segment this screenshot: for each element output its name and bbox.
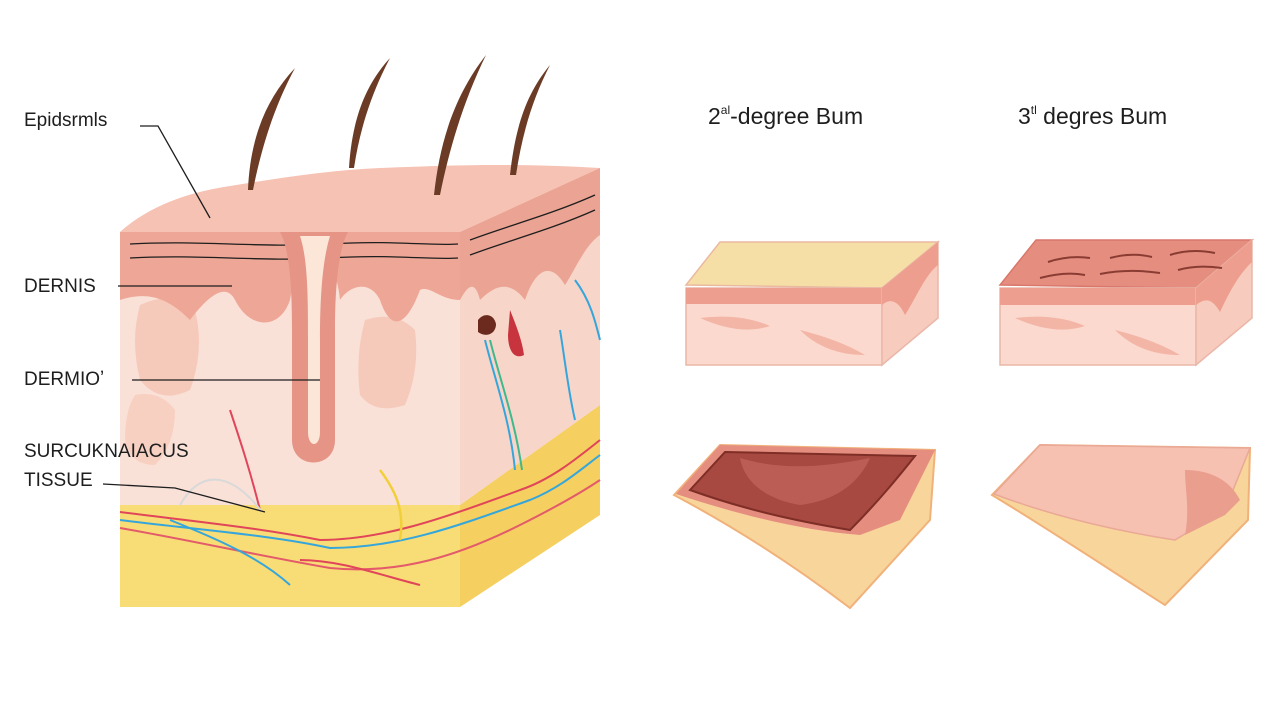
epidermis-layer-front: [120, 232, 460, 323]
blood-vessels: [119, 279, 601, 586]
dermis-label: DERNIS: [24, 276, 96, 297]
subcutaneous-leader: [102, 483, 266, 513]
hair-strands: [248, 55, 550, 195]
sweat-gland-icon: [478, 315, 496, 335]
subcutaneous-label-line2: TISSUE: [24, 470, 93, 491]
block-side-epidermis: [1196, 240, 1252, 312]
block-lobule: [1115, 330, 1180, 355]
block-front-epidermis: [686, 288, 882, 304]
block-lobule: [1015, 316, 1085, 330]
skin-cross-section: [119, 55, 601, 607]
second-degree-wedge: [672, 443, 937, 610]
hair-follicle-inner: [300, 236, 330, 444]
epidermis-label: Epidsrmls: [24, 110, 107, 131]
subcutaneous-fat-side: [460, 405, 600, 607]
wedge-burn-shade: [740, 458, 870, 505]
hair-strand-icon: [434, 55, 486, 195]
block-side-epidermis: [882, 242, 938, 315]
third-degree-wedge: [990, 443, 1252, 607]
block-lobule: [800, 330, 865, 355]
hair-strand-icon: [248, 68, 295, 190]
layer-labels: Epidsrmls DERNIS DERMIOʼ SURCUKNAIACUS T…: [24, 110, 320, 513]
epidermis-leader: [140, 125, 211, 219]
charred-cracks: [1039, 249, 1223, 279]
hair-strand-icon: [510, 65, 550, 175]
subcutaneous-label-line1: SURCUKNAIACUS: [24, 441, 189, 462]
third-degree-block: [998, 238, 1255, 367]
block-front-epidermis: [1000, 288, 1196, 305]
second-degree-heading: 2al-degree Bum: [708, 103, 863, 129]
epidermis-top: [120, 164, 600, 232]
hair-strand-icon: [349, 58, 390, 168]
epidermis-stripe: [469, 209, 596, 256]
epidermis-stripe: [469, 194, 596, 241]
block-lobule: [700, 316, 770, 330]
dermis-lobule: [125, 394, 175, 465]
third-degree-heading: 3tl degres Bum: [1018, 103, 1167, 129]
dermio-label: DERMIOʼ: [24, 369, 104, 390]
dermis-lobule: [358, 316, 417, 409]
wedge-dermis-mid: [1185, 470, 1240, 535]
red-gland: [508, 310, 524, 357]
dermis-lobule: [135, 298, 199, 396]
second-degree-block: [684, 240, 941, 367]
